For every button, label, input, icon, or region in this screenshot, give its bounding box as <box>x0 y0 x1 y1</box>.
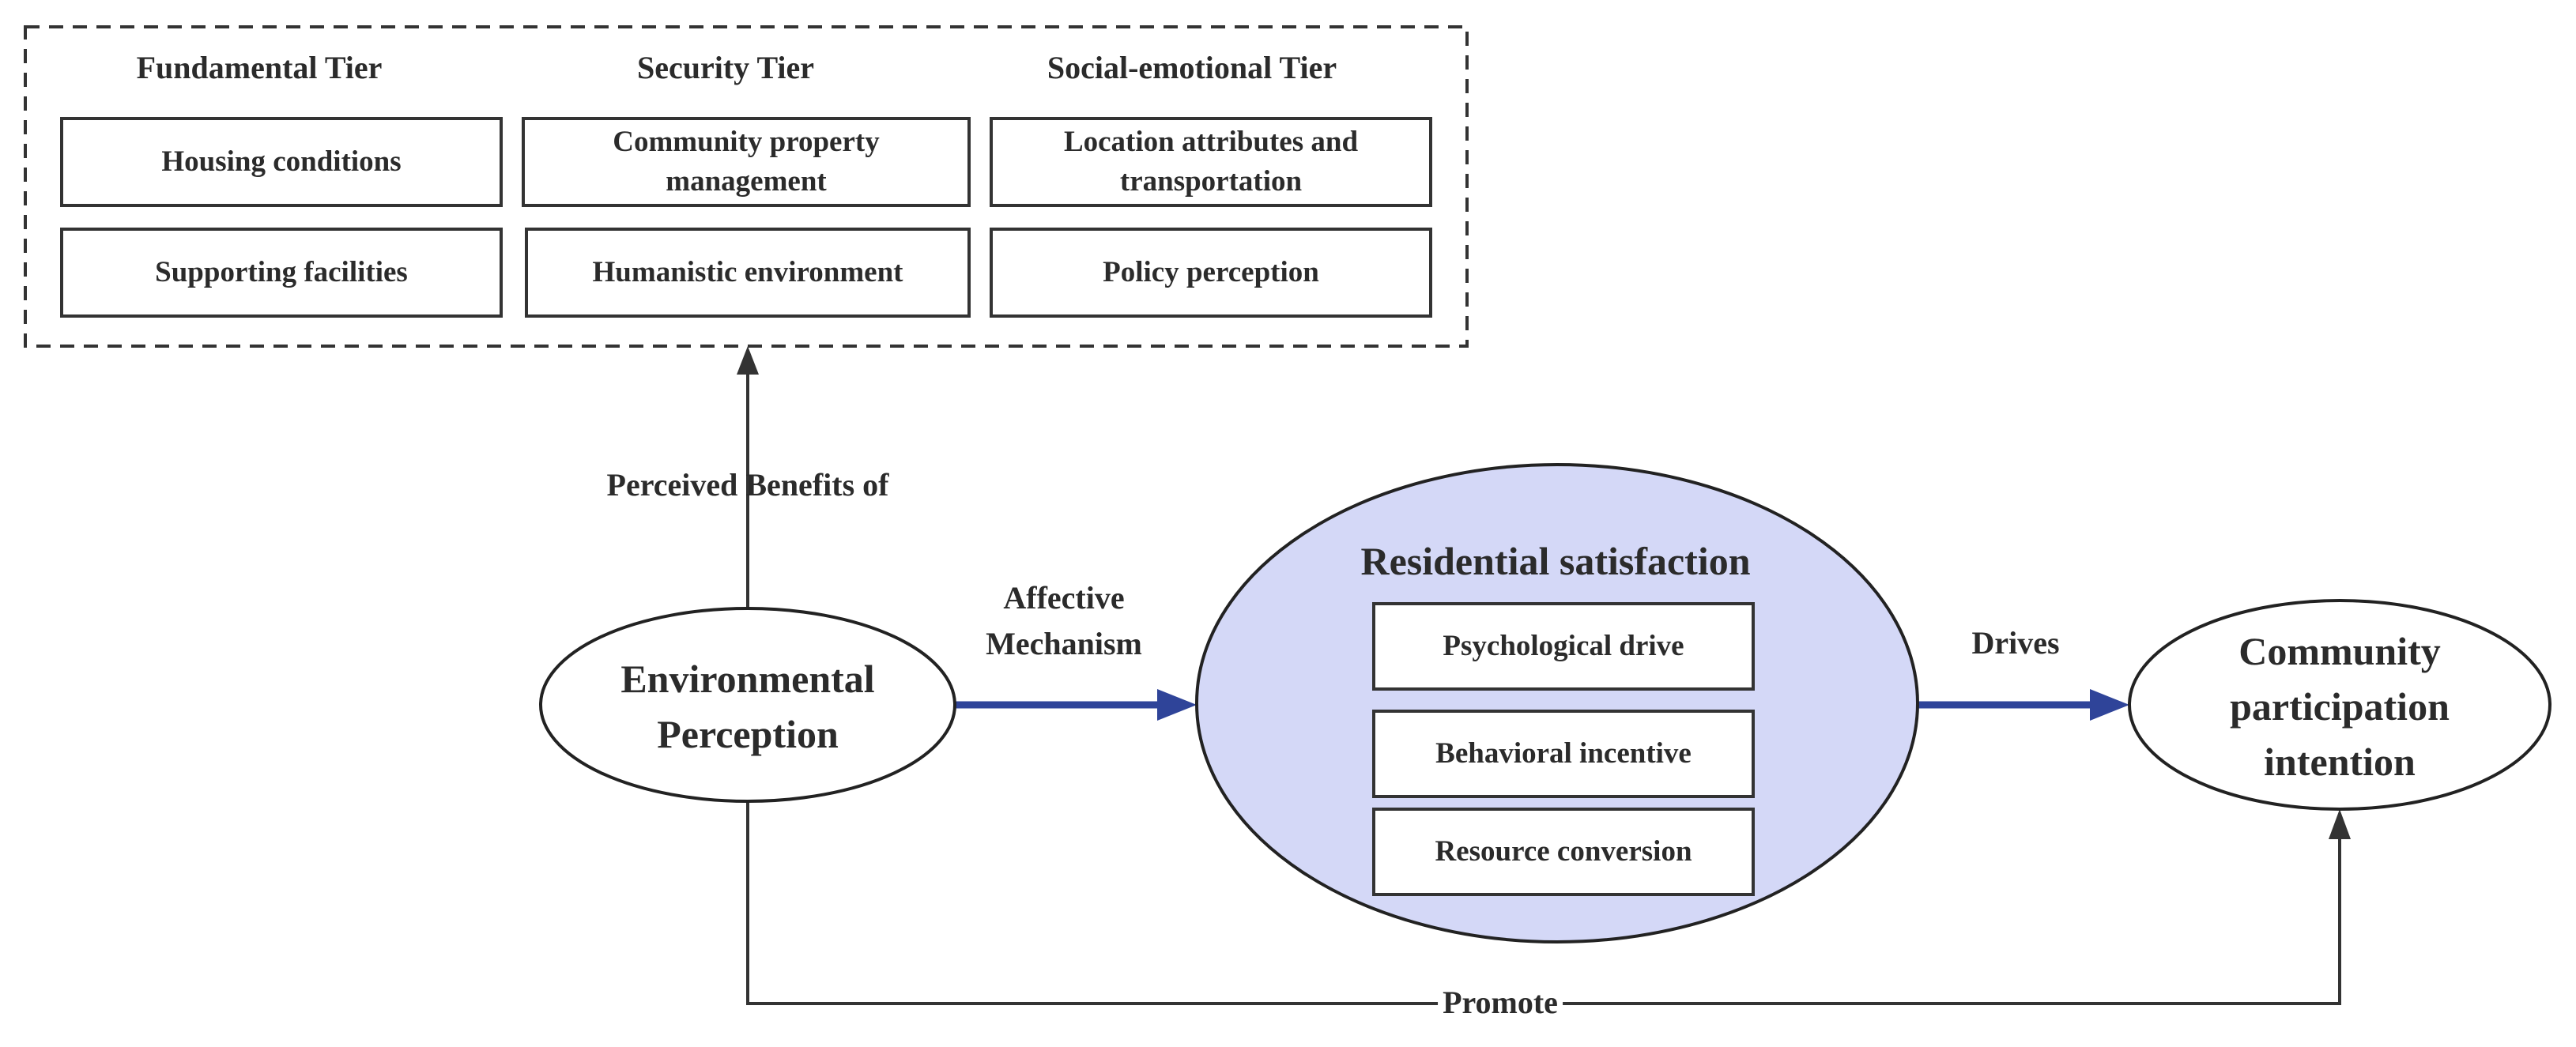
affective-arrowhead <box>1157 689 1197 721</box>
tier-title-fundamental: Fundamental Tier <box>136 50 383 85</box>
satisfaction-item-resource-conversion: Resource conversion <box>1372 808 1755 896</box>
tier-title-security: Security Tier <box>636 50 815 85</box>
drives-arrowhead <box>2090 689 2129 721</box>
tier-item-policy-perception: Policy perception <box>990 228 1432 318</box>
promote-arrowhead <box>2329 809 2351 839</box>
tier-item-location-transportation: Location attributes and transportation <box>990 117 1432 207</box>
edge-label-affective-mechanism: Affective Mechanism <box>986 580 1142 661</box>
tier-item-property-management: Community property management <box>522 117 971 207</box>
environmental-perception-node <box>539 607 956 803</box>
community-participation-node <box>2128 599 2551 811</box>
environmental-perception-label: Environmental Perception <box>620 657 875 756</box>
tier-item-supporting-facilities: Supporting facilities <box>60 228 503 318</box>
satisfaction-item-psychological-drive: Psychological drive <box>1372 602 1755 691</box>
tier-group-frame <box>24 25 1469 348</box>
tier-item-housing-conditions: Housing conditions <box>60 117 503 207</box>
tier-item-humanistic-environment: Humanistic environment <box>525 228 971 318</box>
perceived-benefits-arrowhead <box>737 346 759 375</box>
edge-label-perceived-benefits: Perceived Benefits of <box>606 467 889 503</box>
satisfaction-item-behavioral-incentive: Behavioral incentive <box>1372 710 1755 798</box>
edge-label-drives: Drives <box>1971 625 2060 661</box>
edge-label-promote: Promote <box>1438 984 1563 1021</box>
tier-title-social-emotional: Social-emotional Tier <box>1047 50 1337 85</box>
residential-satisfaction-label: Residential satisfaction <box>1360 539 1751 583</box>
community-participation-label: Community participation intention <box>2230 629 2450 784</box>
